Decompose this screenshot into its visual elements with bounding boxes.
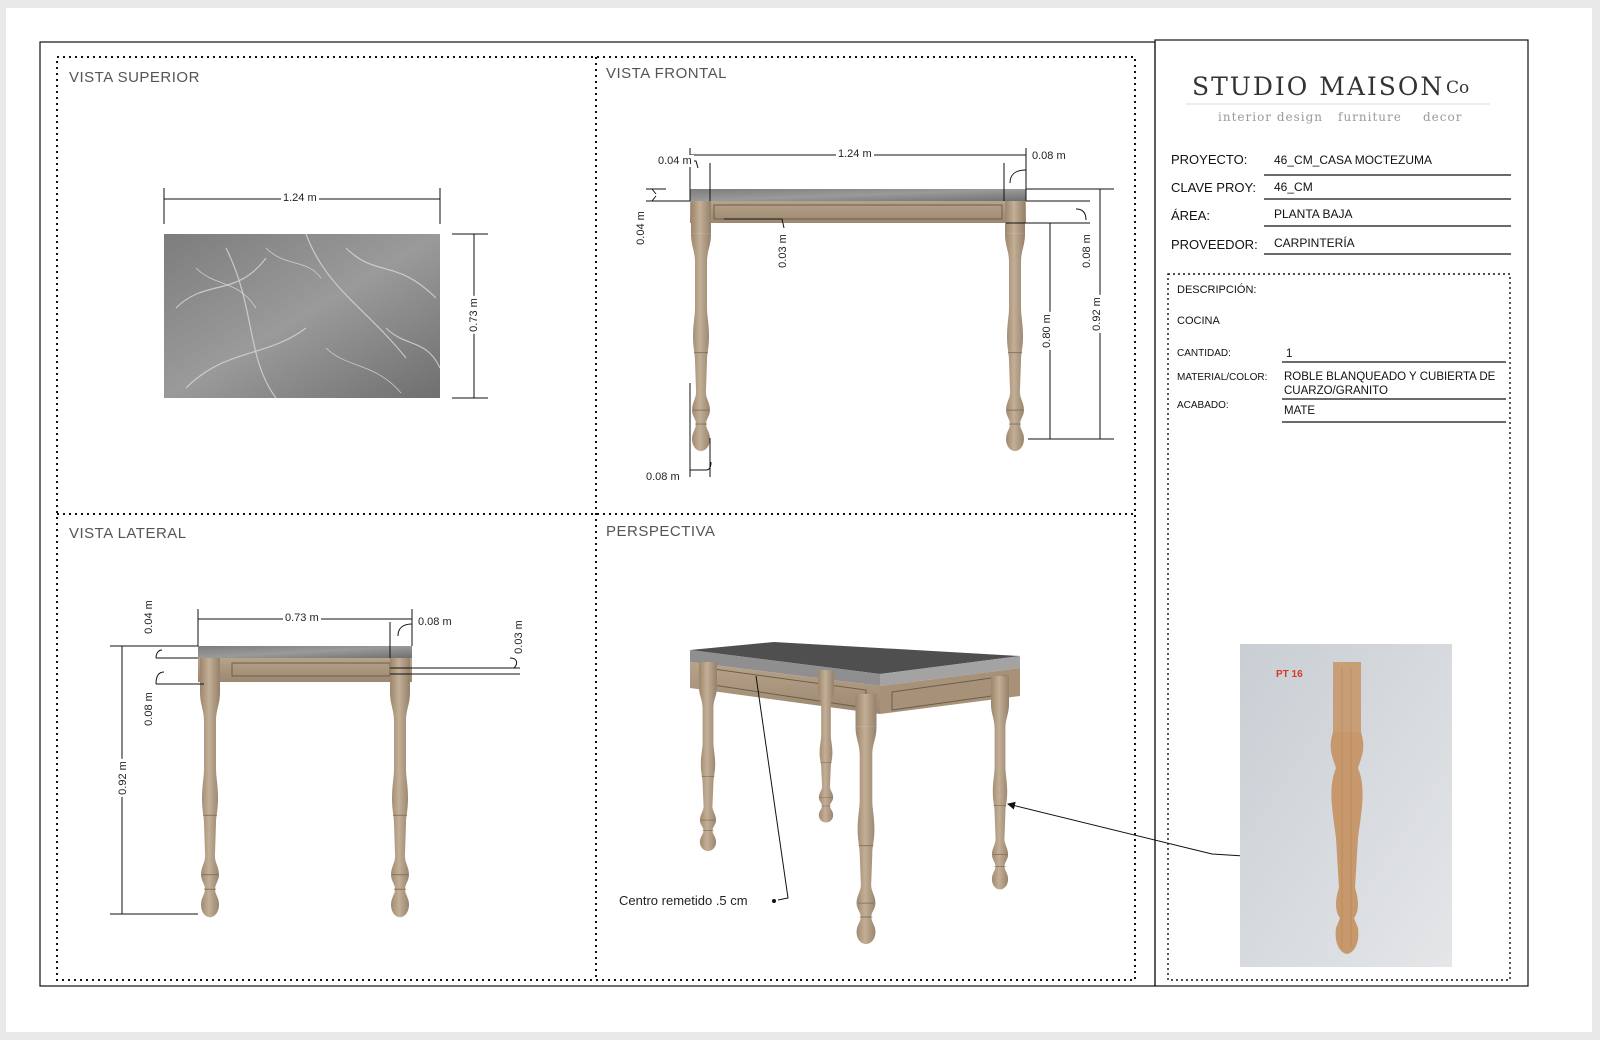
front-dim-top-right: 0.08 m <box>1030 150 1068 162</box>
front-dim-slab: 0.04 m <box>634 209 647 247</box>
front-apron <box>690 201 1026 223</box>
top-dim-depth: 0.73 m <box>467 296 480 334</box>
drawing-sheet: VISTA SUPERIOR VISTA FRONTAL VISTA LATER… <box>6 8 1592 1032</box>
front-dim-apron: 0.08 m <box>1080 232 1093 270</box>
cantidad-value: 1 <box>1286 348 1293 360</box>
view-title-front: VISTA FRONTAL <box>606 65 727 82</box>
front-dim-total-height: 0.92 m <box>1090 295 1103 333</box>
side-dim-apron: 0.08 m <box>142 690 155 728</box>
front-countertop <box>690 189 1026 201</box>
top-dim-width: 1.24 m <box>281 192 319 204</box>
side-dim-total-height: 0.92 m <box>116 759 129 797</box>
clave-value: 46_CM <box>1274 180 1313 194</box>
perspective-top-surface <box>690 642 1020 674</box>
title-block-frame <box>1154 39 1529 987</box>
tagline-furniture: furniture <box>1338 110 1402 124</box>
side-countertop <box>198 646 412 658</box>
area-value: PLANTA BAJA <box>1274 207 1353 221</box>
tagline-decor: decor <box>1423 110 1463 124</box>
proyecto-label: PROYECTO: <box>1171 152 1248 167</box>
side-apron <box>198 658 412 682</box>
tagline-interior: interior design <box>1218 110 1324 124</box>
brand-name: STUDIO MAISON <box>1192 72 1445 101</box>
photo-label: PT 16 <box>1276 669 1303 680</box>
acabado-value: MATE <box>1284 405 1316 417</box>
side-dim-depth: 0.73 m <box>283 612 321 624</box>
area-label: ÁREA: <box>1171 208 1211 223</box>
side-dim-recess: 0.03 m <box>512 618 525 656</box>
cantidad-label: CANTIDAD: <box>1177 348 1231 359</box>
proyecto-value: 46_CM_CASA MOCTEZUMA <box>1274 153 1433 167</box>
view-title-top: VISTA SUPERIOR <box>69 69 200 86</box>
side-dim-slab: 0.04 m <box>142 598 155 636</box>
side-dim-top-right: 0.08 m <box>416 616 454 628</box>
front-dim-leg-width: 0.08 m <box>644 471 682 483</box>
view-title-perspective: PERSPECTIVA <box>606 523 716 540</box>
descripcion-label: DESCRIPCIÓN: <box>1177 284 1257 296</box>
front-dim-recess: 0.03 m <box>776 232 789 270</box>
material-value: ROBLE BLANQUEADO Y CUBIERTA DE CUARZO/GR… <box>1284 371 1496 397</box>
proveedor-value: CARPINTERÍA <box>1274 236 1355 250</box>
top-view-drawing <box>163 188 488 399</box>
front-dim-width: 1.24 m <box>836 148 874 160</box>
front-view-drawing <box>646 148 1114 477</box>
drawing-canvas <box>39 39 1529 987</box>
front-dim-leg-height: 0.80 m <box>1040 312 1053 350</box>
views-dotted-border <box>56 56 1136 981</box>
side-view-drawing <box>110 609 520 918</box>
brand-suffix: Co <box>1446 78 1470 98</box>
recess-note: Centro remetido .5 cm <box>619 893 748 908</box>
marble-top-plan <box>164 234 440 398</box>
view-title-side: VISTA LATERAL <box>69 525 187 542</box>
description-dotted-border <box>1167 273 1511 981</box>
front-dim-top-left: 0.04 m <box>656 155 694 167</box>
proveedor-label: PROVEEDOR: <box>1171 237 1258 252</box>
clave-label: CLAVE PROY: <box>1171 180 1257 195</box>
descripcion-value: COCINA <box>1177 315 1220 327</box>
acabado-label: ACABADO: <box>1177 400 1229 411</box>
leg-reference-arrow <box>1007 801 1213 855</box>
leg-photo <box>1240 644 1452 967</box>
material-label: MATERIAL/COLOR: <box>1177 372 1268 383</box>
perspective-drawing <box>690 642 1246 945</box>
